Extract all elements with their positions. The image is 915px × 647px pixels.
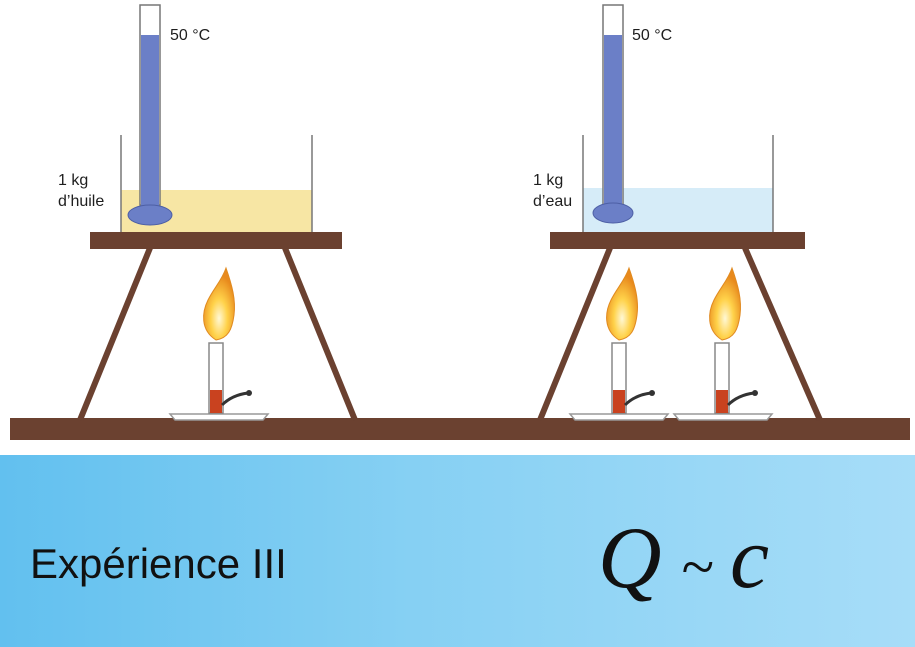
flame-icon [606,266,638,341]
formula: Q ~ c [598,508,769,608]
experiment-diagram: 50 °C 1 kg d’huile 50 °C 1 kg [10,4,910,440]
flame-icon [203,266,235,341]
tripod-leg-left [77,246,153,422]
bunsen-burner-icon [168,342,270,421]
tripod-plate [550,232,805,249]
tripod-leg-right [282,246,358,422]
bunsen-burner-icon [568,342,670,421]
formula-relation: ~ [681,534,715,600]
left-setup: 50 °C 1 kg d’huile [58,4,358,422]
substance-label: d’eau [533,193,572,210]
thermometer-icon [127,4,173,226]
caption-banner [0,455,915,647]
tripod-leg-left [537,246,613,422]
formula-rhs: c [730,510,770,607]
experiment-caption: Expérience III [30,540,287,587]
flame-icon [709,266,741,341]
thermometer-reading: 50 °C [170,27,210,44]
table-board [10,418,910,440]
tripod-leg-right [742,246,823,422]
formula-lhs: Q [598,510,662,607]
mass-label: 1 kg [58,172,88,189]
thermometer-icon [592,4,634,224]
thermometer-reading: 50 °C [632,27,672,44]
substance-label: d’huile [58,193,104,210]
right-setup: 50 °C 1 kg d’eau [533,4,823,422]
mass-label: 1 kg [533,172,563,189]
tripod-plate [90,232,342,249]
bunsen-burner-icon [672,342,774,421]
